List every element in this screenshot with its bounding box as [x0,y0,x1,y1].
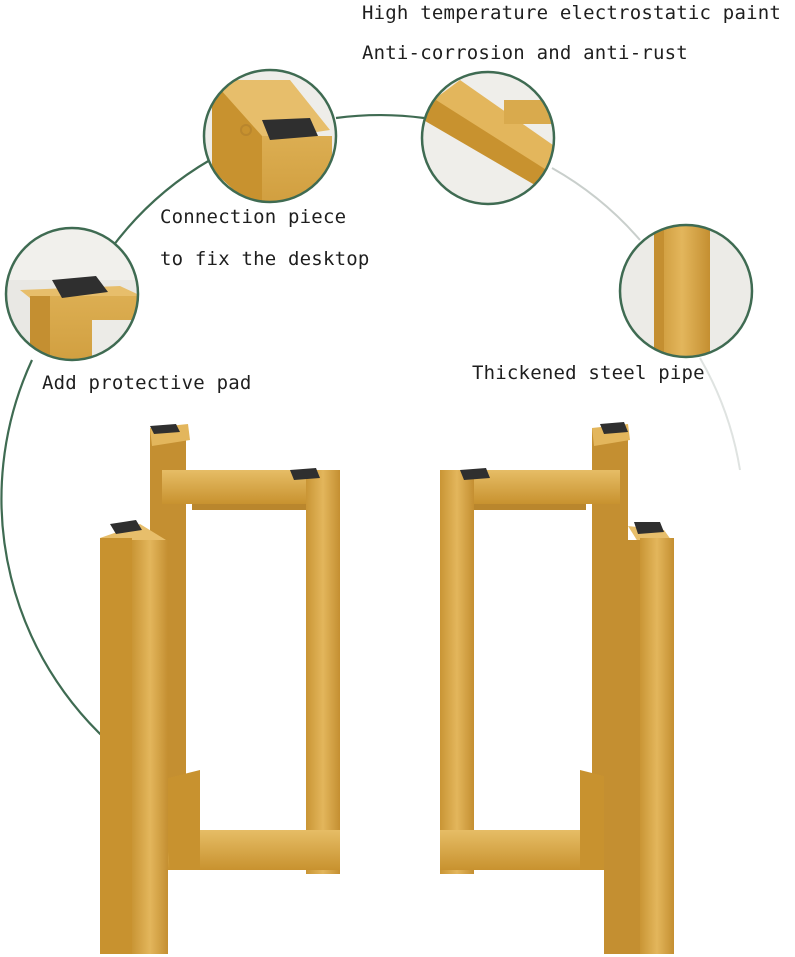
label-paint: High temperature electrostatic paint [362,2,782,24]
pad-icon [290,468,320,480]
label-connection-line1: Connection piece [160,206,347,228]
detail-connection-piece [202,68,338,204]
pad-icon [110,520,142,534]
table-leg-right [440,422,674,954]
pad-icon [150,424,180,434]
label-connection-line2: to fix the desktop [160,248,370,270]
detail-paint-finish [420,70,556,206]
label-pad: Add protective pad [42,372,252,394]
pad-icon [600,422,628,434]
label-pipe: Thickened steel pipe [472,362,705,384]
detail-protective-pad [4,226,140,362]
label-corrosion: Anti-corrosion and anti-rust [362,42,688,64]
pad-icon [460,468,490,480]
table-leg-left [100,424,340,954]
pad-icon [52,276,108,298]
detail-steel-pipe [618,223,754,359]
pad-icon [634,522,664,534]
